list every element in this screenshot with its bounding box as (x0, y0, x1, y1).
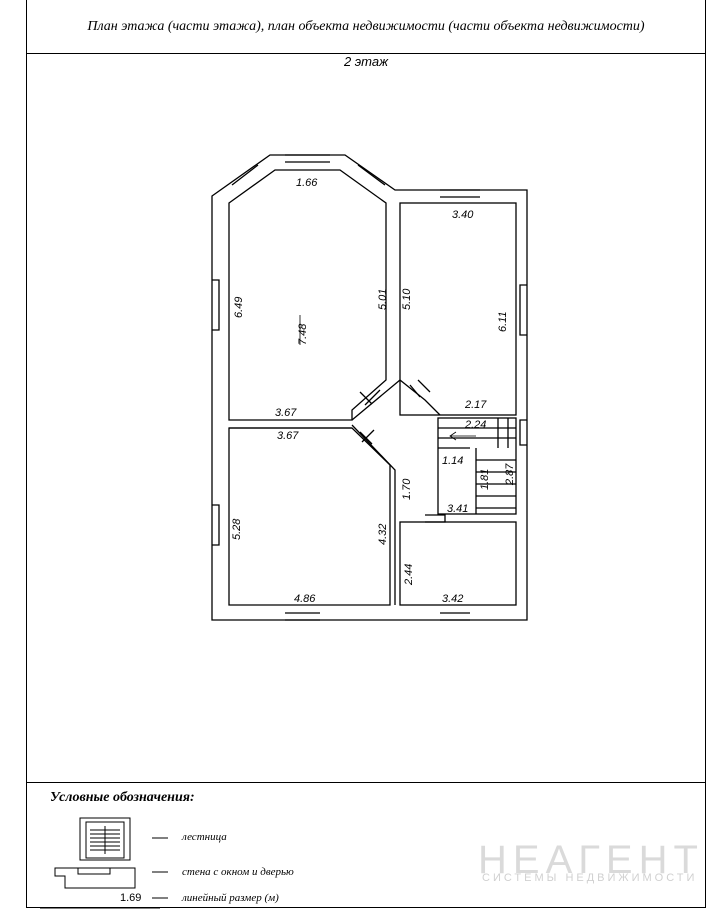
dim-15: 2.87 (504, 463, 516, 486)
legend-title: Условные обозначения: (50, 790, 195, 805)
dim-12: 1.14 (442, 455, 463, 467)
window-top-right (440, 189, 480, 198)
room-top-right (399, 202, 517, 416)
stairs-treads (438, 418, 516, 514)
door-ticks (359, 379, 431, 445)
window-right-stairs (519, 419, 527, 446)
stairs-arrow (449, 431, 476, 441)
floor-label: 2 этаж (343, 54, 389, 69)
dim-13: 1.70 (401, 478, 413, 500)
window-bottom (285, 612, 320, 621)
dim-21: 3.42 (442, 593, 463, 605)
sheet-frame (26, 0, 706, 908)
outer-wall-inner (228, 169, 387, 421)
watermark-tagline: СИСТЕМЫ НЕДВИЖИМОСТИ (482, 872, 698, 884)
dim-5: 5.01 (377, 289, 389, 310)
dim-6: 5.10 (401, 288, 413, 310)
dim-14: 1.81 (479, 469, 491, 490)
door-bottom-right (425, 514, 446, 523)
window-left (212, 279, 220, 331)
dim-9: 2.17 (464, 399, 487, 411)
dim-10: 3.67 (277, 430, 299, 442)
dim-7: 6.11 (497, 311, 509, 332)
hall-walls (229, 379, 401, 605)
window-diag-left (231, 164, 259, 186)
header-box: План этажа (части этажа), план объекта н… (26, 0, 706, 54)
dim-16: 3.41 (447, 503, 468, 515)
header-title: План этажа (части этажа), план объекта н… (87, 19, 645, 34)
legend-stairs-symbol (79, 817, 131, 861)
room-top-right-corner (399, 379, 441, 416)
dim-3: 6.49 (233, 297, 245, 318)
outer-wall (211, 154, 528, 621)
legend-linear-label: линейный размер (м) (182, 892, 279, 904)
window-left-low (212, 504, 220, 546)
dim-2: 3.40 (452, 209, 474, 221)
dim-20: 4.86 (294, 593, 316, 605)
dim-18: 4.32 (377, 524, 389, 545)
dim-11: 2.24 (464, 419, 486, 431)
stairs-box (437, 417, 517, 515)
window-top (285, 154, 330, 163)
room-bottom-left (228, 427, 391, 606)
dim-17: 5.28 (231, 518, 243, 540)
legend-wall-label: стена с окном и дверью (182, 866, 294, 878)
window-right (519, 284, 527, 336)
legend-divider (26, 782, 706, 783)
watermark-brand: НЕАГЕНТ (478, 838, 704, 882)
dim-19: 2.44 (403, 564, 415, 586)
dim-8: 3.67 (275, 407, 297, 419)
dim-4: 7.48 (297, 323, 309, 345)
room-bottom-right (399, 521, 517, 606)
legend-stairs-label: лестница (182, 831, 227, 843)
window-bottom-right (440, 612, 470, 621)
dim-1: 1.66 (296, 177, 318, 189)
window-diag-right (357, 164, 386, 186)
legend-sample-value: 1.69 (120, 892, 142, 904)
legend-wall-symbol (54, 867, 136, 889)
